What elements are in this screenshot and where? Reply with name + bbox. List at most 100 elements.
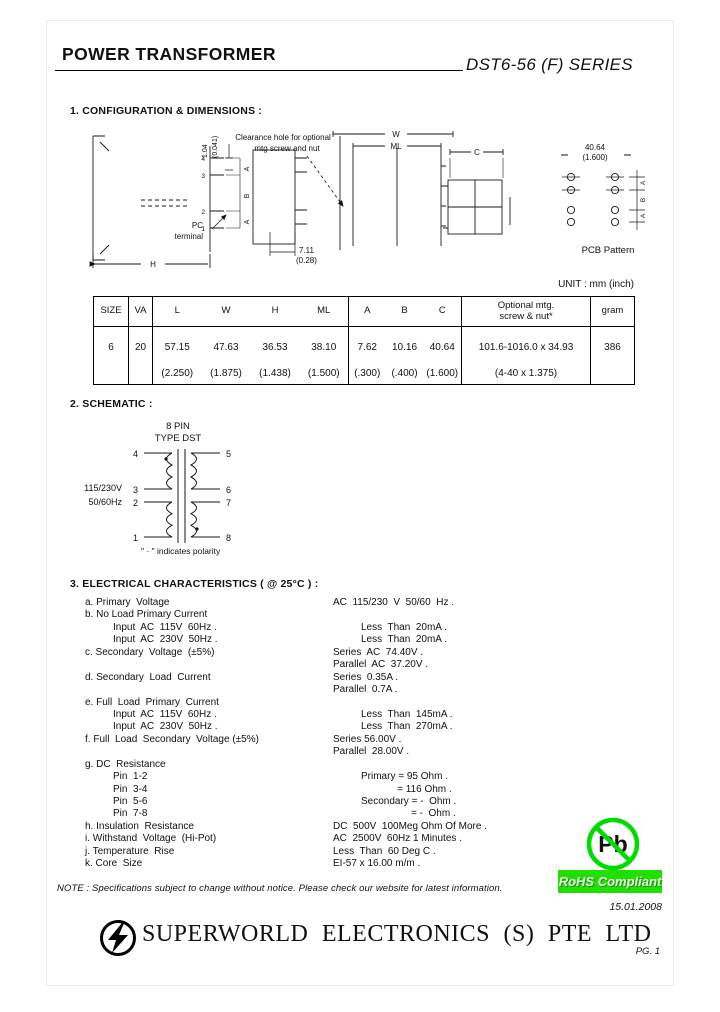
spec-value: DC 500V 100Meg Ohm Of More .	[333, 820, 487, 832]
spec-row: Parallel AC 37.20V .	[85, 659, 651, 671]
spec-value: Secondary = - Ohm .	[361, 796, 457, 807]
pb-free-icon: Pb	[586, 817, 640, 871]
spec-value: Series 0.35A .	[333, 671, 399, 683]
spec-value: Parallel 28.00V .	[333, 746, 410, 758]
spec-label: Input AC 115V 60Hz .	[113, 621, 217, 633]
page-title: POWER TRANSFORMER	[62, 44, 276, 64]
pin-number: 8	[226, 533, 231, 543]
spec-value: AC 115/230 V 50/60 Hz .	[333, 597, 454, 608]
spec-label: h. Insulation Resistance	[85, 820, 194, 832]
cell: (1.438)	[259, 368, 291, 379]
cell: 57.15	[152, 326, 202, 355]
view1-pin-label: 4	[201, 156, 205, 163]
spec-label: e. Full Load Primary Current	[85, 696, 219, 708]
dim-w-label: W	[392, 130, 400, 139]
col-gram: gram	[590, 296, 635, 327]
col-size: SIZE	[93, 296, 129, 327]
schematic-drawing: 8 PIN TYPE DST 4 3 2 1 5 6 7 8 115/230V …	[84, 421, 231, 543]
cell: (1.500)	[307, 368, 340, 379]
spec-value: Series 56.00V .	[333, 733, 402, 745]
spec-label: Input AC 230V 50Hz .	[113, 721, 218, 733]
spec-row: Pin 3-4 = 116 Ohm .	[85, 784, 651, 796]
spec-label: i. Withstand Voltage (Hi-Pot)	[85, 833, 217, 845]
dim-b-label: B	[244, 193, 251, 198]
footnote: NOTE : Specifications subject to change …	[57, 883, 503, 894]
electrical-characteristics-list: a. Primary Voltage AC 115/230 V 50/60 Hz…	[85, 597, 651, 871]
pcb-pattern-caption: PCB Pattern	[582, 245, 635, 256]
dim-a-label: A	[244, 219, 251, 224]
pcb-dim-a-label: A	[640, 213, 647, 218]
dim-h-label: H	[150, 260, 156, 269]
spec-label: g. DC Resistance	[85, 758, 166, 770]
spec-row: d. Secondary Load Current Series 0.35A .	[85, 672, 651, 684]
company-logo-icon	[100, 920, 136, 956]
col-ml: ML	[299, 296, 349, 327]
table-row-inch: (2.250) (1.875) (1.438) (1.500) (.300) (…	[94, 355, 635, 385]
cell: (.300)	[348, 355, 386, 385]
dim-pin-pitch-mm: 7.11	[299, 246, 315, 255]
rohs-compliant-badge: RoHS Compliant	[558, 870, 662, 893]
schematic-pin-count: 8 PIN	[166, 421, 190, 432]
col-a: A	[348, 296, 386, 327]
company-name: SUPERWORLD ELECTRONICS (S) PTE LTD	[142, 921, 652, 947]
pin-number: 4	[133, 449, 138, 459]
cell: 386	[590, 326, 635, 355]
spec-row: j. Temperature Rise Less Than 60 Deg C .	[85, 846, 651, 858]
spec-value: = 116 Ohm .	[361, 783, 452, 795]
spec-value: Less Than 270mA .	[361, 721, 453, 733]
series-title: DST6-56 (F) SERIES	[466, 55, 633, 74]
title-rule	[55, 70, 463, 71]
pc-terminal-label: terminal	[175, 232, 204, 241]
cell: 40.64	[429, 342, 455, 353]
cell: 36.53	[262, 342, 288, 353]
spec-row: h. Insulation Resistance DC 500V 100Meg …	[85, 821, 651, 833]
table-header-row: SIZE VA L W H ML A B C Optional mtg. scr…	[93, 296, 635, 327]
spec-label: b. No Load Primary Current	[85, 609, 208, 621]
dimension-drawing: 4 3 2 1 A B A H 7.11 (0.28) 1.04 (0.041)…	[55, 130, 647, 274]
spec-row: Parallel 28.00V .	[85, 746, 651, 758]
pin-number: 5	[226, 449, 231, 459]
spec-label: k. Core Size	[85, 858, 143, 870]
primary-voltage-label: 115/230V	[84, 483, 122, 493]
section1-heading: 1. CONFIGURATION & DIMENSIONS :	[70, 105, 263, 117]
cell: (.400)	[391, 368, 418, 379]
polarity-note: " · " indicates polarity	[141, 546, 221, 556]
spec-label: d. Secondary Load Current	[85, 671, 211, 683]
spec-row: Parallel 0.7A .	[85, 684, 651, 696]
primary-freq-label: 50/60Hz	[88, 497, 122, 507]
table-row-mm: 6 20 57.15 47.63 36.53 38.10 7.62 10.16 …	[94, 326, 635, 355]
spec-value: = - Ohm .	[361, 808, 456, 820]
cell: 10.16	[391, 342, 418, 353]
col-va: VA	[128, 296, 153, 327]
spec-label: Pin 5-6	[113, 796, 148, 807]
pin-number: 2	[133, 498, 138, 508]
spec-row: k. Core Size EI-57 x 16.00 m/m .	[85, 858, 651, 870]
spec-value: Primary = 95 Ohm .	[361, 771, 448, 783]
spec-value: Less Than 60 Deg C .	[333, 845, 436, 857]
spec-value: Less Than 20mA .	[361, 621, 447, 633]
spec-label: a. Primary Voltage	[85, 597, 170, 608]
view1-pin-label: 1	[201, 226, 205, 233]
pcb-dim-a-label: A	[640, 180, 647, 185]
spec-label: c. Secondary Voltage (±5%)	[85, 646, 215, 658]
spec-row: Pin 7-8 = - Ohm .	[85, 808, 651, 820]
clearance-note: mtg screw and nut	[254, 144, 320, 153]
spec-row: e. Full Load Primary Current	[85, 697, 651, 709]
cell: (2.250)	[152, 355, 202, 385]
pin-number: 6	[226, 485, 231, 495]
pc-terminal-label: PC	[192, 221, 203, 230]
spec-row: f. Full Load Secondary Voltage (±5%) Ser…	[85, 734, 651, 746]
spec-label: Pin 7-8	[113, 808, 148, 820]
polarity-dot	[195, 527, 199, 531]
col-w: W	[201, 296, 251, 327]
spec-label: Pin 1-2	[113, 771, 148, 783]
cell: 38.10	[311, 342, 337, 353]
dim-pcb-in: (1.600)	[582, 153, 608, 162]
col-h: H	[250, 296, 300, 327]
spec-row: Input AC 230V 50Hz . Less Than 270mA .	[85, 721, 651, 733]
section2-heading: 2. SCHEMATIC :	[70, 398, 153, 410]
spec-label: Input AC 230V 50Hz .	[113, 634, 218, 646]
document-date: 15.01.2008	[609, 901, 662, 913]
col-b: B	[385, 296, 424, 327]
